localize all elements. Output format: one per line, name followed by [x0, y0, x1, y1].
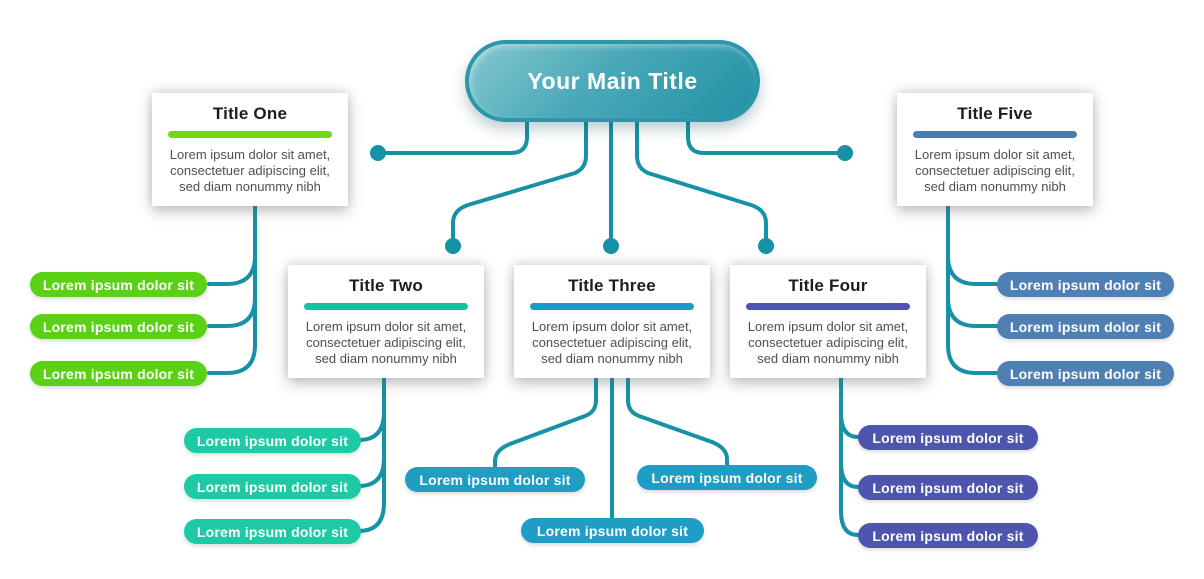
branch-one-pill-1: Lorem ipsum dolor sit [30, 272, 207, 297]
branch-card-five: Title Five Lorem ipsum dolor sit amet, c… [897, 93, 1093, 206]
branch-four-body: Lorem ipsum dolor sit amet, consectetuer… [747, 319, 909, 367]
branch-four-accent-bar [746, 303, 910, 310]
branch-one-pill-3: Lorem ipsum dolor sit [30, 361, 207, 386]
branch-one-body: Lorem ipsum dolor sit amet, consectetuer… [169, 147, 331, 195]
branch-card-three: Title Three Lorem ipsum dolor sit amet, … [514, 265, 710, 378]
branch-five-title: Title Five [957, 104, 1033, 123]
branch-four-title: Title Four [788, 276, 868, 295]
branch-card-two: Title Two Lorem ipsum dolor sit amet, co… [288, 265, 484, 378]
branch-five-accent-bar [913, 131, 1077, 138]
branch-four-pill-3: Lorem ipsum dolor sit [858, 523, 1038, 548]
branch-four-connectors [839, 375, 860, 537]
branch-three-pill-1: Lorem ipsum dolor sit [405, 467, 585, 492]
branch-card-one: Title One Lorem ipsum dolor sit amet, co… [152, 93, 348, 206]
branch-three-accent-bar [530, 303, 694, 310]
branch-two-pill-2: Lorem ipsum dolor sit [184, 474, 361, 499]
branch-card-four: Title Four Lorem ipsum dolor sit amet, c… [730, 265, 926, 378]
branch-five-pill-3: Lorem ipsum dolor sit [997, 361, 1174, 386]
branch-one-connectors [207, 202, 257, 375]
branch-five-pill-2: Lorem ipsum dolor sit [997, 314, 1174, 339]
branch-two-body: Lorem ipsum dolor sit amet, consectetuer… [305, 319, 467, 367]
branch-four-pill-2: Lorem ipsum dolor sit [858, 475, 1038, 500]
branch-three-connectors [493, 375, 729, 522]
branch-one-pill-2: Lorem ipsum dolor sit [30, 314, 207, 339]
branch-two-accent-bar [304, 303, 468, 310]
branch-two-pill-1: Lorem ipsum dolor sit [184, 428, 361, 453]
branch-three-title: Title Three [568, 276, 656, 295]
branch-five-pill-1: Lorem ipsum dolor sit [997, 272, 1174, 297]
branch-two-connectors [357, 375, 386, 533]
branch-one-title: Title One [212, 104, 288, 123]
branch-two-title: Title Two [349, 276, 423, 295]
branch-two-pill-3: Lorem ipsum dolor sit [184, 519, 361, 544]
branch-one-accent-bar [168, 131, 332, 138]
branch-five-connectors [946, 202, 998, 375]
branch-three-pill-2: Lorem ipsum dolor sit [637, 465, 817, 490]
branch-four-pill-1: Lorem ipsum dolor sit [858, 425, 1038, 450]
main-title-text: Your Main Title [527, 67, 698, 94]
main-title-pill: Your Main Title [465, 40, 760, 122]
branch-three-body: Lorem ipsum dolor sit amet, consectetuer… [531, 319, 693, 367]
branch-three-pill-3: Lorem ipsum dolor sit [521, 518, 704, 543]
branch-five-body: Lorem ipsum dolor sit amet, consectetuer… [914, 147, 1076, 195]
main-fanout-connectors [370, 113, 853, 254]
